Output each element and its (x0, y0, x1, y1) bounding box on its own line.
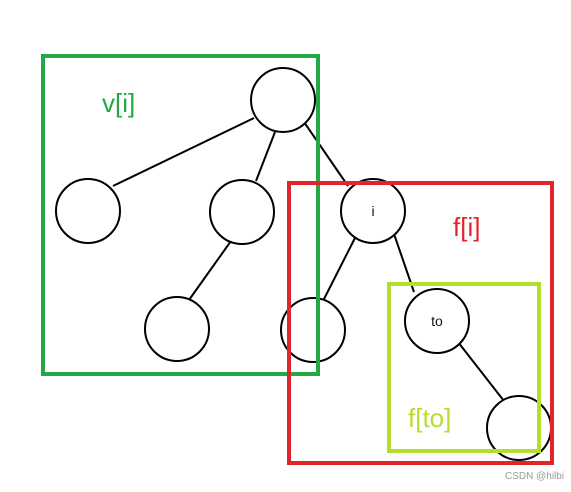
edge-root-i (303, 121, 349, 187)
node-i-label: i (371, 203, 374, 219)
f-subtree-box (287, 181, 554, 465)
edge-i-to (392, 230, 415, 293)
node-mid-child (209, 179, 275, 245)
watermark-text: CSDN @hilbi (505, 471, 564, 482)
node-to-label: to (431, 313, 443, 329)
v-region-label: v[i] (102, 88, 135, 118)
edge-root-left (112, 117, 255, 187)
f-region-label: f[i] (453, 212, 480, 242)
edge-mid-midgrand (188, 240, 232, 301)
edge-root-mid (255, 131, 276, 182)
edge-i-ileft (322, 235, 357, 302)
node-i (340, 178, 406, 244)
v-subtree-box (41, 54, 320, 376)
edge-to-tochild (457, 341, 505, 402)
region-labels: v[i] f[i] f[to] (102, 88, 480, 433)
fto-region-label: f[to] (408, 403, 451, 433)
region-boxes (41, 54, 554, 465)
node-mid-grandchild (144, 296, 210, 362)
tree-nodes: i to (55, 67, 552, 461)
tree-edges (112, 117, 505, 402)
node-left-child (55, 178, 121, 244)
node-i-left-child (280, 297, 346, 363)
node-root (250, 67, 316, 133)
fto-subtree-box (387, 282, 541, 453)
node-to (404, 288, 470, 354)
